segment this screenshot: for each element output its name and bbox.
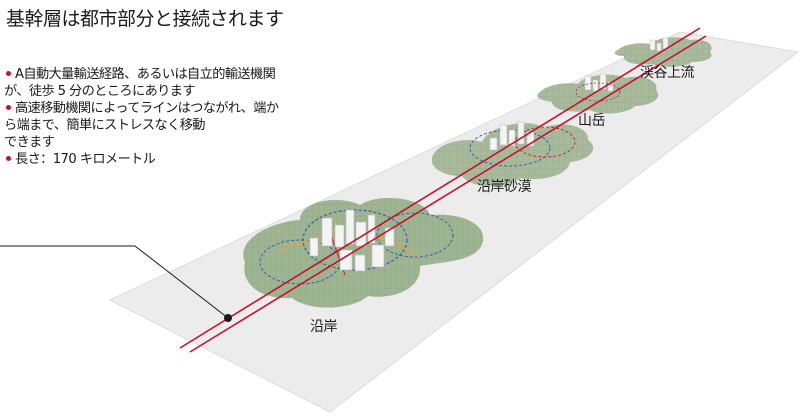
bullet-transit-access: A自動大量輸送経路、あるいは自立的輸送機関 が、徒歩 5 分のところにあります — [4, 67, 276, 99]
transit-line-upper — [179, 27, 701, 349]
bullet-dot — [6, 70, 11, 76]
zone-coast-cluster — [243, 197, 484, 308]
zone-label-coastal-desert: 沿岸砂漠 — [477, 179, 532, 195]
bullet-dot — [6, 155, 11, 161]
callout-leader-line — [0, 245, 229, 319]
zone-mountain-cluster — [537, 73, 659, 114]
bullet-high-speed: 高速移動機関によってラインはつながれ、端か ら端まで、簡単にストレスなく移動 で… — [4, 101, 279, 150]
bullet-length: 長さ：170 キロメートル — [4, 151, 379, 168]
zone-label-upper-valley: 渓谷上流 — [640, 65, 695, 81]
zone-label-coast: 沿岸 — [310, 319, 338, 335]
bullet-dot — [6, 104, 11, 110]
zone-upper-valley-cluster — [614, 37, 712, 67]
callout-marker — [224, 314, 232, 322]
bullet-list: A自動大量輸送経路、あるいは自立的輸送機関 が、徒歩 5 分のところにあります … — [4, 66, 379, 168]
page-title: 基幹層は都市部分と接続されます — [6, 8, 284, 30]
zone-label-mountain: 山岳 — [578, 113, 606, 129]
transit-line-lower — [189, 35, 707, 353]
